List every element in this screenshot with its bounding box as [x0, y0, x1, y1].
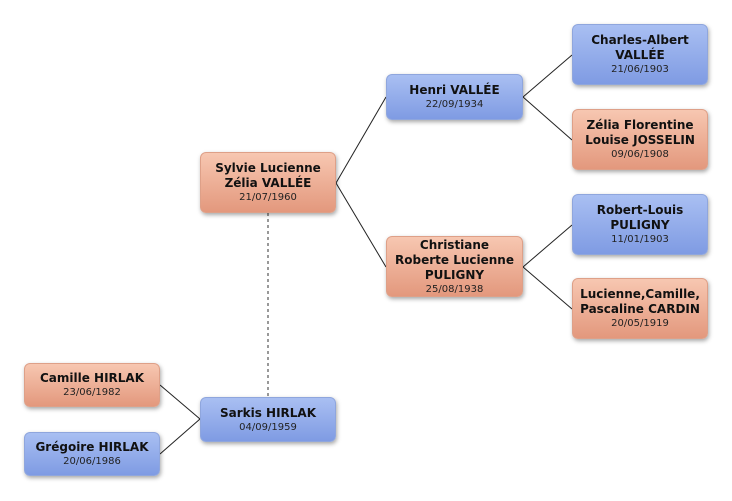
person-sarkis[interactable]: Sarkis HIRLAK 04/09/1959 — [200, 397, 336, 442]
person-name: Henri VALLÉE — [409, 83, 500, 97]
person-robert[interactable]: Robert-Louis PULIGNY 11/01/1903 — [572, 194, 708, 255]
person-date: 25/08/1938 — [425, 283, 484, 295]
person-name: Camille HIRLAK — [39, 371, 145, 385]
person-date: 21/06/1903 — [611, 64, 669, 75]
person-name: Zélia Florentine Louise JOSSELIN — [585, 118, 695, 147]
person-date: 23/06/1982 — [63, 387, 121, 398]
person-date: 20/05/1919 — [611, 318, 669, 329]
link-sylvie-christiane — [335, 182, 387, 268]
person-lucienne[interactable]: Lucienne,Camille,Pascaline CARDIN 20/05/… — [572, 278, 708, 339]
person-date: 22/09/1934 — [425, 99, 484, 110]
person-name: Sarkis HIRLAK — [219, 405, 317, 420]
link-sarkis-camille — [159, 384, 201, 420]
person-name: Grégoire HIRLAK — [35, 440, 149, 454]
person-christiane[interactable]: Christiane Roberte Lucienne PULIGNY 25/0… — [386, 236, 523, 297]
person-name: Robert-Louis PULIGNY — [596, 203, 684, 232]
person-date: 20/06/1986 — [63, 456, 121, 467]
person-date: 11/01/1903 — [611, 234, 669, 245]
person-date: 21/07/1960 — [239, 192, 297, 203]
person-name: Charles-Albert VALLÉE — [591, 33, 689, 62]
person-name: Sylvie Lucienne Zélia VALLÉE — [215, 161, 321, 190]
person-name: Christiane Roberte Lucienne PULIGNY — [395, 237, 514, 282]
person-name: Lucienne,Camille,Pascaline CARDIN — [580, 287, 700, 316]
person-sylvie[interactable]: Sylvie Lucienne Zélia VALLÉE 21/07/1960 — [200, 152, 336, 213]
link-christiane-robert — [522, 224, 573, 268]
link-henri-charles — [522, 54, 573, 98]
link-sylvie-henri — [335, 96, 387, 184]
person-gregoire[interactable]: Grégoire HIRLAK 20/06/1986 — [24, 432, 160, 476]
person-zelia[interactable]: Zélia Florentine Louise JOSSELIN 09/06/1… — [572, 109, 708, 170]
link-henri-zelia — [522, 96, 573, 141]
link-sarkis-gregoire — [159, 418, 201, 455]
person-camille[interactable]: Camille HIRLAK 23/06/1982 — [24, 363, 160, 407]
person-henri[interactable]: Henri VALLÉE 22/09/1934 — [386, 74, 523, 120]
person-date: 04/09/1959 — [239, 421, 297, 433]
person-date: 09/06/1908 — [611, 149, 669, 160]
person-charles[interactable]: Charles-Albert VALLÉE 21/06/1903 — [572, 24, 708, 85]
link-christiane-lucienne — [522, 266, 573, 310]
